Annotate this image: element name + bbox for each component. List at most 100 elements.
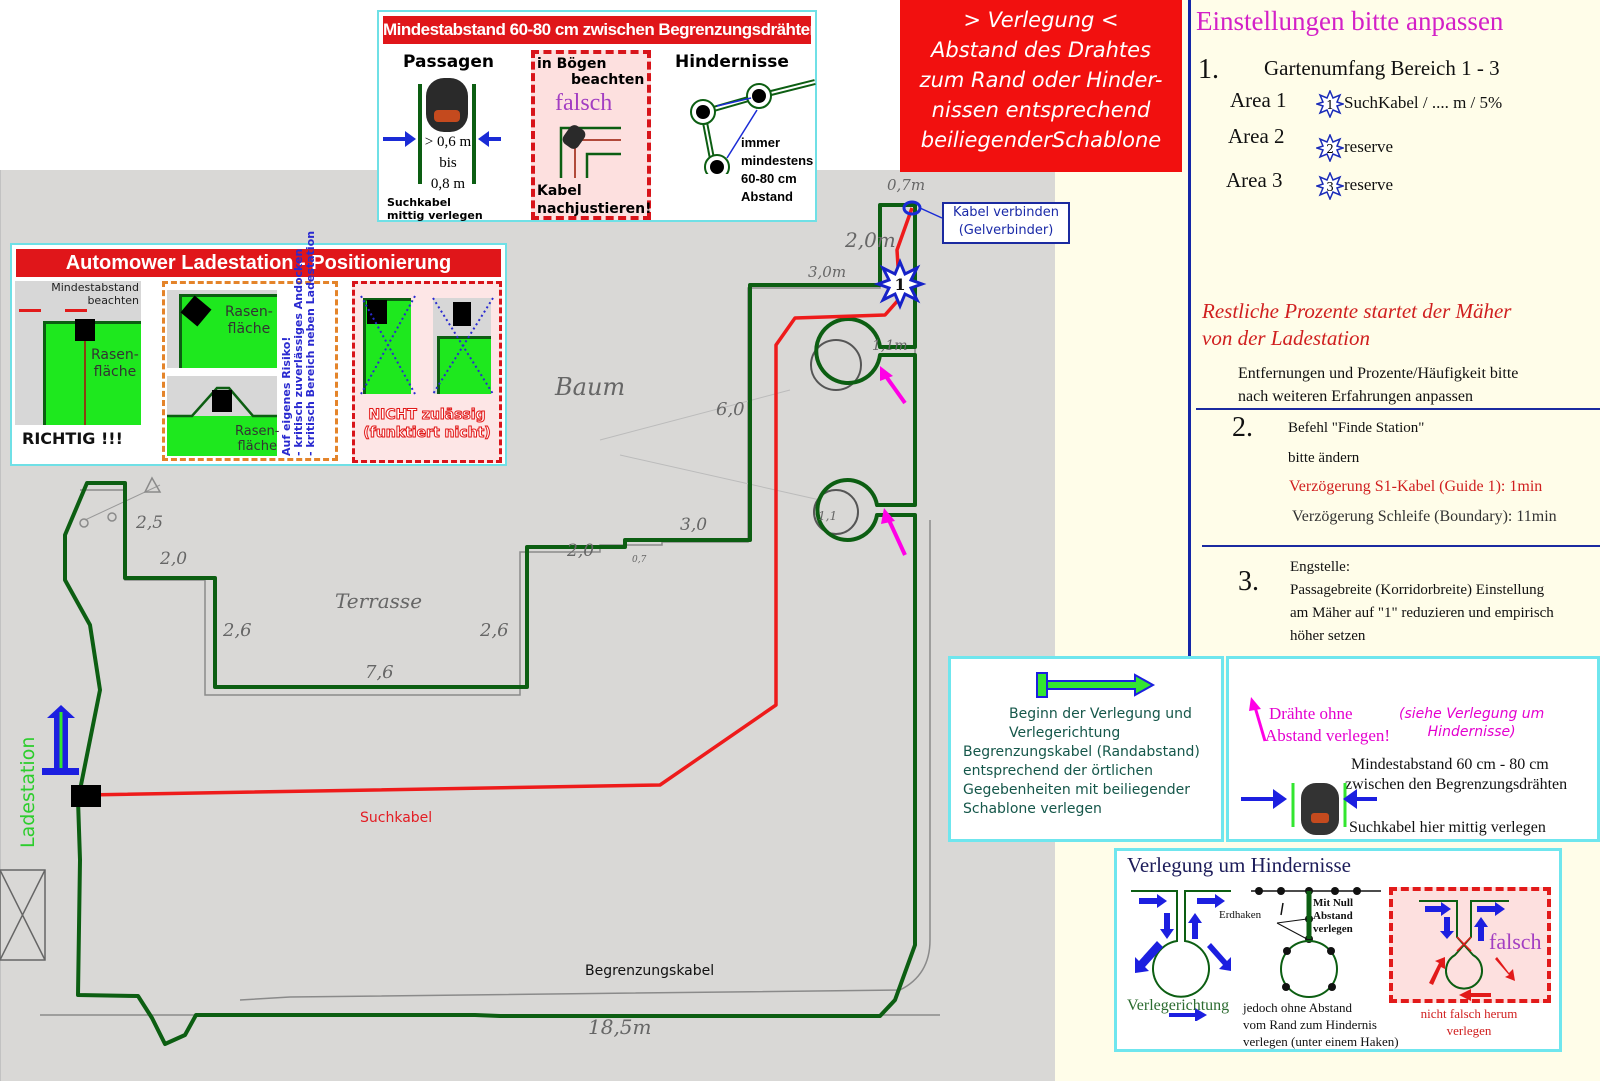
divider [1202, 545, 1600, 547]
dim-7-6: 7,6 [365, 662, 394, 683]
dim-1-1m: 1,1m [872, 338, 908, 354]
connector-callout-line-1: Kabel verbinden [953, 205, 1059, 220]
section-2-guide-delay: Verzögerung S1-Kabel (Guide 1): 1min [1289, 478, 1543, 495]
section-2-number: 2. [1232, 412, 1253, 443]
station-icon [75, 319, 95, 341]
erdhaken-label: Erdhaken [1219, 909, 1262, 921]
star-label: 1 [894, 275, 905, 294]
risky-rasen-1: Rasen- [225, 304, 273, 320]
connector-callout-line-2: (Gelverbinder) [958, 223, 1054, 238]
jedoch-line-3: verlegen (unter einem Haken) [1243, 1034, 1399, 1049]
star-number: 3 [1326, 180, 1334, 194]
label-ladestation: Ladestation [17, 737, 39, 848]
label-begrenzungskabel: Begrenzungskabel [585, 963, 714, 979]
charging-station [71, 785, 101, 807]
nicht-line-1: nicht falsch herum [1420, 1006, 1518, 1021]
boegen-fix-2: nachjustieren! [537, 201, 652, 217]
section-2-line-2: bitte ändern [1288, 450, 1360, 466]
hindernisse-line-2: mindestens [741, 153, 814, 168]
start-direction-arrow-icon [1036, 672, 1156, 698]
verlegung-line-3: zum Rand oder Hinder- [919, 68, 1163, 92]
label-suchkabel: Suchkabel [360, 810, 432, 826]
dim-2-6-right: 2,6 [479, 620, 509, 641]
area-2-setting: 2 reserve [1316, 134, 1393, 162]
obstacle-illustration [1131, 887, 1381, 1021]
dim-2-0m: 2,0m [844, 228, 896, 252]
dim-18-5m: 18,5m [588, 1015, 652, 1039]
dim-3-0: 3,0 [680, 515, 707, 535]
obstacle-title: Verlegung um Hindernisse [1127, 853, 1351, 877]
boegen-line-1: in Bögen [537, 56, 607, 72]
start-direction-arrow-icon [42, 705, 79, 775]
verlegung-line-5: beiliegenderSchablone [920, 128, 1162, 152]
legend-start-box: Beginn der Verlegung und Verlegerichtung… [948, 656, 1224, 842]
passagen-illustration [383, 78, 501, 184]
hindernisse-illustration [690, 79, 816, 174]
star-number: 2 [1326, 142, 1334, 156]
forbidden-line-2: (funktiert nicht) [363, 425, 491, 442]
magenta-arrow-icon [880, 366, 907, 556]
area-3-setting: 3 reserve [1316, 172, 1393, 200]
area-2-label: Area 2 [1228, 124, 1285, 148]
connector-pointer [919, 207, 943, 219]
passagen-note-1: Suchkabel [387, 196, 451, 209]
garden-map: 1 Baum Terrasse 0,7m 2,0m 3,0m 1,1m 6,0 … [0, 170, 943, 1081]
null-line-1: Mit Null [1313, 897, 1354, 909]
label-terrasse: Terrasse [335, 589, 422, 613]
lade-rasen-2: fläche [93, 364, 137, 380]
wrong-loop-illustration [1419, 900, 1515, 1001]
nicht-line-2: verlegen [1446, 1023, 1492, 1038]
wires-min-1: Mindestabstand 60 cm - 80 cm [1351, 756, 1549, 773]
panel-divider [1188, 0, 1191, 660]
dim-0-7: 0,7 [632, 555, 647, 565]
rest-line-2: von der Ladestation [1202, 326, 1370, 350]
legend-wires-box: Drähte ohne Abstand verlegen! (siehe Ver… [1226, 656, 1600, 842]
boegen-fix-1: Kabel [537, 183, 582, 199]
settings-title: Einstellungen bitte anpassen [1196, 6, 1504, 36]
area-2-star-icon: 2 [1316, 134, 1344, 162]
start-line-1: Beginn der Verlegung und [1009, 706, 1192, 722]
area-2-text: reserve [1344, 136, 1394, 156]
dim-2-0-left: 2,0 [159, 549, 187, 569]
station-icon [367, 300, 387, 324]
dim-6-0: 6,0 [716, 399, 745, 420]
adjust-line-2: nach weiteren Erfahrungen anpassen [1238, 388, 1473, 405]
star-number: 1 [1326, 98, 1334, 112]
lade-rasen-1: Rasen- [91, 347, 139, 363]
red-arrow-icon [19, 309, 41, 312]
passagen-dist-1: > 0,6 m [424, 134, 472, 150]
verlegung-notice: > Verlegung < Abstand des Drahtes zum Ra… [900, 0, 1182, 172]
boegen-panel: in Bögen beachten falsch Kabel nachjusti… [531, 50, 652, 220]
wires-line-1: Drähte ohne [1269, 704, 1353, 723]
obstacle-richtung: Verlegerichtung [1127, 997, 1230, 1014]
obstacle-legend-box: Verlegung um Hindernisse Erdhaken Mit Nu… [1114, 848, 1562, 1052]
wires-ref-2: Hindernisse) [1427, 724, 1516, 740]
passagen-dist-3: 0,8 m [430, 176, 466, 192]
passagen-dist-2: bis [439, 155, 457, 171]
area-3-label: Area 3 [1226, 168, 1283, 192]
dim-0-7m: 0,7m [887, 176, 925, 194]
station-icon [212, 390, 232, 412]
area-3-text: reserve [1344, 174, 1394, 194]
lade-forbidden-panel: NICHT zulässig (funktiert nicht) [352, 281, 502, 463]
magenta-arrow-icon [1249, 697, 1267, 742]
forbidden-line-1: NICHT zulässig [368, 407, 486, 424]
label-baum: Baum [554, 373, 625, 401]
jedoch-line-2: vom Rand zum Hindernis [1243, 1017, 1377, 1032]
connector-callout: Kabel verbinden (Gelverbinder) [942, 202, 1070, 244]
risk-line-3: - kritisch Bereich neben Ladestation [304, 230, 317, 456]
passagen-title: Passagen [403, 52, 494, 72]
passagen-note-2: mittig verlegen [387, 209, 483, 222]
lade-richtig: RICHTIG !!! [22, 429, 123, 448]
section-3-line-4: höher setzen [1290, 628, 1366, 644]
section-3-line-3: am Mäher auf "1" reduzieren und empirisc… [1290, 605, 1554, 621]
hindernisse-line-3: 60-80 cm [741, 171, 797, 186]
dim-3-0m: 3,0m [808, 263, 846, 281]
section-3-line-1: Engstelle: [1290, 559, 1350, 575]
lade-risky-panel: Rasen- fläche Rasen- fläche Auf eigenes … [162, 231, 338, 461]
tree-circle-2 [813, 489, 859, 535]
hindernisse-line-1: immer [741, 135, 781, 150]
divider [1196, 408, 1600, 410]
dim-2-5: 2,5 [135, 513, 163, 533]
